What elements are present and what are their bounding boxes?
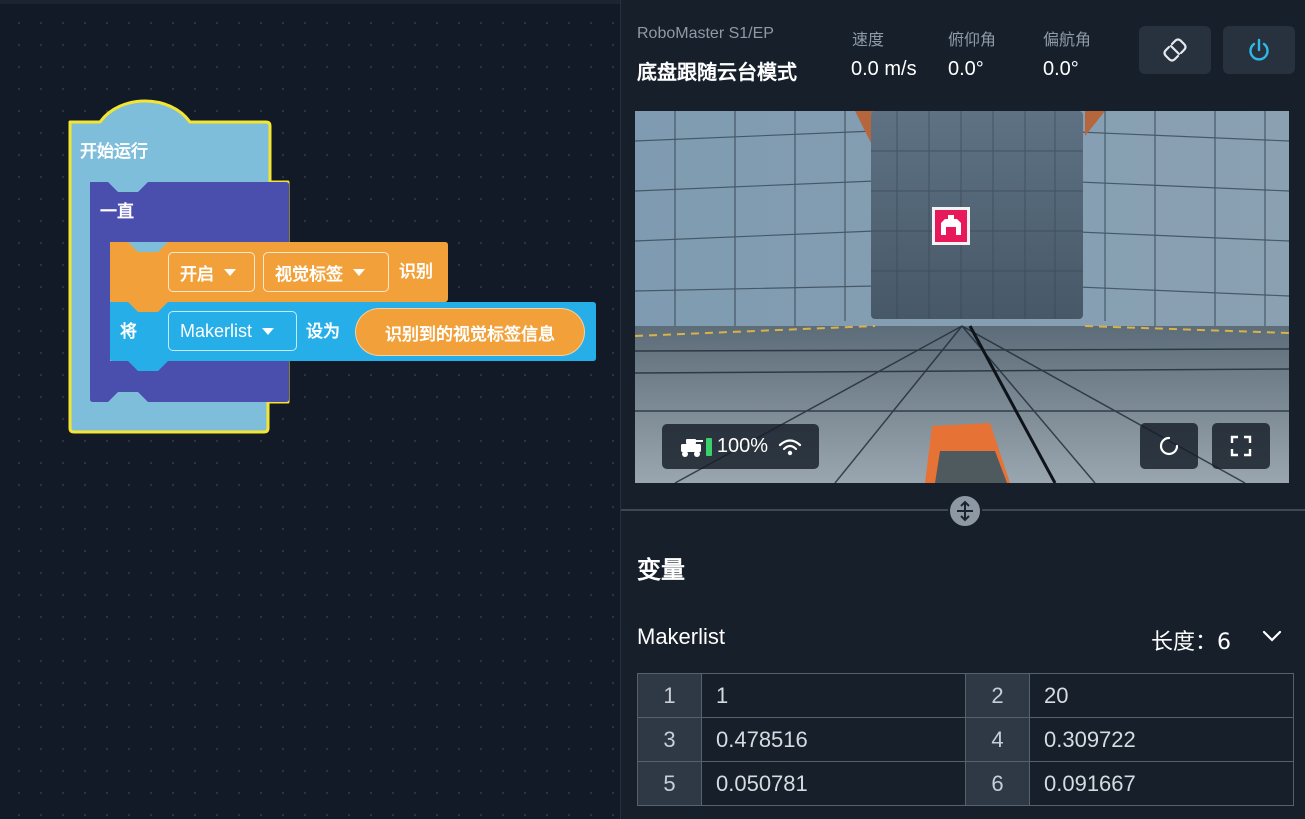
yaw-value: 0.0°: [1043, 58, 1079, 80]
robot-icon: [680, 437, 712, 457]
feature-dropdown-value: 视觉标签: [275, 264, 343, 285]
item-value: 20: [1029, 673, 1294, 718]
list-length: 长度：6: [1151, 630, 1231, 655]
item-value: 0.478516: [701, 717, 966, 762]
forever-block[interactable]: [90, 182, 289, 402]
blocks-canvas: [68, 99, 596, 434]
list-expand-button[interactable]: [1261, 628, 1283, 648]
item-index: 4: [965, 717, 1030, 762]
code-workspace[interactable]: 开始运行 一直 开启 视觉标签 识别 将 Makerlist 设为 识别到的视觉…: [0, 0, 620, 819]
table-row: 5 0.050781 6 0.091667: [637, 761, 1294, 806]
start-block-label: 开始运行: [80, 142, 148, 162]
refresh-camera-button[interactable]: [1140, 423, 1198, 469]
speed-value: 0.0 m/s: [851, 58, 917, 80]
vision-info-reporter[interactable]: 识别到的视觉标签信息: [355, 308, 585, 356]
pitch-label: 俯仰角: [948, 30, 997, 49]
item-value: 1: [701, 673, 966, 718]
caret-down-icon: [262, 327, 275, 335]
variables-title: 变量: [637, 556, 685, 584]
power-button[interactable]: [1223, 26, 1295, 74]
item-value: 0.050781: [701, 761, 966, 806]
wifi-icon: [778, 438, 802, 455]
pitch-value: 0.0°: [948, 58, 984, 80]
table-row: 3 0.478516 4 0.309722: [637, 717, 1294, 762]
toggle-dropdown-value: 开启: [180, 264, 214, 285]
camera-scene: [635, 111, 1289, 483]
item-index: 2: [965, 673, 1030, 718]
battery-level: 100%: [716, 435, 769, 457]
device-name: RoboMaster S1/EP: [637, 25, 774, 42]
refresh-icon: [1159, 436, 1179, 456]
drive-mode: 底盘跟随云台模式: [637, 60, 797, 84]
resize-handle[interactable]: [948, 494, 982, 528]
item-index: 1: [637, 673, 702, 718]
caret-down-icon: [353, 268, 365, 276]
power-icon: [1249, 38, 1269, 61]
chevron-down-icon: [1262, 630, 1282, 642]
yaw-label: 偏航角: [1043, 30, 1092, 49]
unlink-icon: [1163, 38, 1187, 62]
robot-status-badge: 100%: [662, 424, 819, 469]
forever-block-label: 一直: [100, 202, 134, 222]
setvar-middle: 设为: [306, 322, 340, 342]
table-row: 1 1 2 20: [637, 673, 1294, 718]
vision-block-suffix: 识别: [399, 262, 433, 282]
toggle-dropdown[interactable]: 开启: [168, 252, 255, 292]
speed-label: 速度: [852, 30, 885, 49]
feature-dropdown[interactable]: 视觉标签: [263, 252, 389, 292]
item-value: 0.091667: [1029, 761, 1294, 806]
camera-view[interactable]: 100%: [635, 111, 1289, 483]
robot-panel: RoboMaster S1/EP 底盘跟随云台模式 速度 0.0 m/s 俯仰角…: [620, 0, 1305, 819]
item-index: 3: [637, 717, 702, 762]
list-name: Makerlist: [637, 624, 726, 649]
setvar-prefix: 将: [120, 322, 137, 342]
list-values-table: 1 1 2 20 3 0.478516 4 0.309722 5 0.05078…: [637, 673, 1294, 806]
fullscreen-button[interactable]: [1212, 423, 1270, 469]
item-index: 5: [637, 761, 702, 806]
item-index: 6: [965, 761, 1030, 806]
variable-dropdown[interactable]: Makerlist: [168, 311, 297, 351]
variable-dropdown-value: Makerlist: [180, 320, 253, 341]
drag-move-icon: [957, 500, 973, 522]
caret-down-icon: [224, 268, 236, 276]
item-value: 0.309722: [1029, 717, 1294, 762]
vision-info-label: 识别到的视觉标签信息: [385, 324, 555, 345]
fullscreen-icon: [1230, 435, 1252, 457]
disconnect-button[interactable]: [1139, 26, 1211, 74]
